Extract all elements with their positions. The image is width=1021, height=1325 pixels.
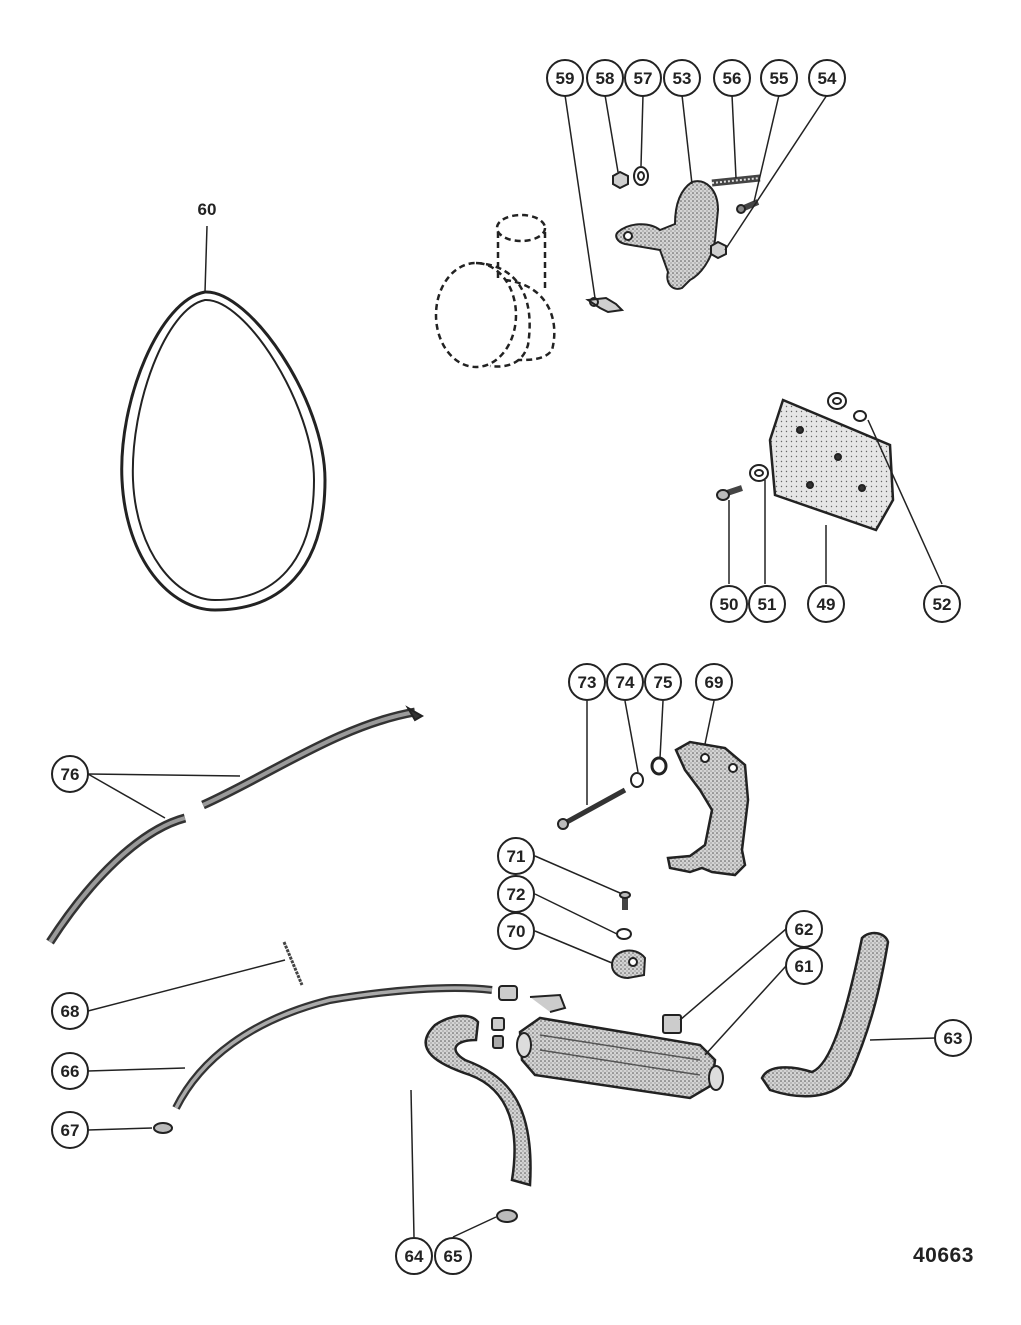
callout-67: 67 <box>51 1111 89 1149</box>
belt-part-60 <box>120 290 327 612</box>
clamp-part-67 <box>153 1122 173 1134</box>
svg-text:57: 57 <box>634 69 653 88</box>
svg-text:75: 75 <box>654 673 673 692</box>
callout-55: 55 <box>760 59 798 97</box>
hose-part-66 <box>172 984 493 1110</box>
svg-text:54: 54 <box>818 69 837 88</box>
svg-text:72: 72 <box>507 885 526 904</box>
nut-part-58 <box>612 170 629 190</box>
callout-73: 73 <box>568 663 606 701</box>
callout-59: 59 <box>546 59 584 97</box>
svg-text:63: 63 <box>944 1029 963 1048</box>
callout-69: 69 <box>695 663 733 701</box>
callout-53: 53 <box>663 59 701 97</box>
callout-74: 74 <box>606 663 644 701</box>
callout-66: 66 <box>51 1052 89 1090</box>
callout-54: 54 <box>808 59 846 97</box>
callout-65: 65 <box>434 1237 472 1275</box>
svg-text:56: 56 <box>723 69 742 88</box>
svg-text:61: 61 <box>795 957 814 976</box>
bolt-part-50 <box>716 485 743 501</box>
clamp-part-70 <box>610 949 647 980</box>
callout-75: 75 <box>644 663 682 701</box>
screw-part-71 <box>619 891 631 910</box>
bolt-part-73 <box>557 787 627 830</box>
svg-text:62: 62 <box>795 920 814 939</box>
svg-text:76: 76 <box>61 765 80 784</box>
hose-part-76 <box>46 705 425 945</box>
washer-part-72 <box>616 928 632 940</box>
callout-56: 56 <box>713 59 751 97</box>
callout-51: 51 <box>748 585 786 623</box>
washer-part-51 <box>749 464 769 482</box>
callout-71: 71 <box>497 837 535 875</box>
svg-text:53: 53 <box>673 69 692 88</box>
cooler-part-61 <box>516 1016 724 1100</box>
callout-72: 72 <box>497 875 535 913</box>
figure-number: 40663 <box>913 1244 974 1267</box>
washer-part-52 <box>827 392 867 422</box>
nut-part-54 <box>710 240 727 260</box>
svg-text:71: 71 <box>507 847 526 866</box>
svg-text:51: 51 <box>758 595 777 614</box>
tube-part-68 <box>282 941 304 986</box>
callout-63: 63 <box>934 1019 972 1057</box>
hose-part-64 <box>424 1014 532 1187</box>
bracket-part-69 <box>666 740 750 877</box>
clamp-part-65 <box>496 1209 518 1223</box>
svg-text:70: 70 <box>507 922 526 941</box>
callout-70: 70 <box>497 912 535 950</box>
svg-text:52: 52 <box>933 595 952 614</box>
callout-62: 62 <box>785 910 823 948</box>
callout-52: 52 <box>923 585 961 623</box>
svg-text:69: 69 <box>705 673 724 692</box>
svg-text:65: 65 <box>444 1247 463 1266</box>
callout-61: 61 <box>785 947 823 985</box>
svg-text:66: 66 <box>61 1062 80 1081</box>
bracket-part-53 <box>615 180 720 290</box>
callout-58: 58 <box>586 59 624 97</box>
fittings-group <box>491 985 682 1049</box>
washer-part-75 <box>650 756 668 776</box>
svg-text:64: 64 <box>405 1247 424 1266</box>
plate-part-49 <box>768 398 895 532</box>
callout-49: 49 <box>807 585 845 623</box>
label-60: 60 <box>198 200 217 219</box>
svg-text:67: 67 <box>61 1121 80 1140</box>
hose-part-63 <box>760 931 890 1098</box>
washer-part-74 <box>630 772 644 788</box>
washer-part-57 <box>633 166 649 186</box>
svg-text:68: 68 <box>61 1002 80 1021</box>
stud-part-56 <box>711 174 761 187</box>
leader-lines <box>87 94 943 1238</box>
clip-part-59 <box>585 296 625 314</box>
svg-text:50: 50 <box>720 595 739 614</box>
svg-text:58: 58 <box>596 69 615 88</box>
svg-text:74: 74 <box>616 673 635 692</box>
pulley-outline-reference <box>434 213 556 369</box>
callout-50: 50 <box>710 585 748 623</box>
callout-68: 68 <box>51 992 89 1030</box>
svg-text:55: 55 <box>770 69 789 88</box>
callout-57: 57 <box>624 59 662 97</box>
svg-text:73: 73 <box>578 673 597 692</box>
callout-64: 64 <box>395 1237 433 1275</box>
svg-text:59: 59 <box>556 69 575 88</box>
svg-text:49: 49 <box>817 595 836 614</box>
callout-76: 76 <box>51 755 89 793</box>
